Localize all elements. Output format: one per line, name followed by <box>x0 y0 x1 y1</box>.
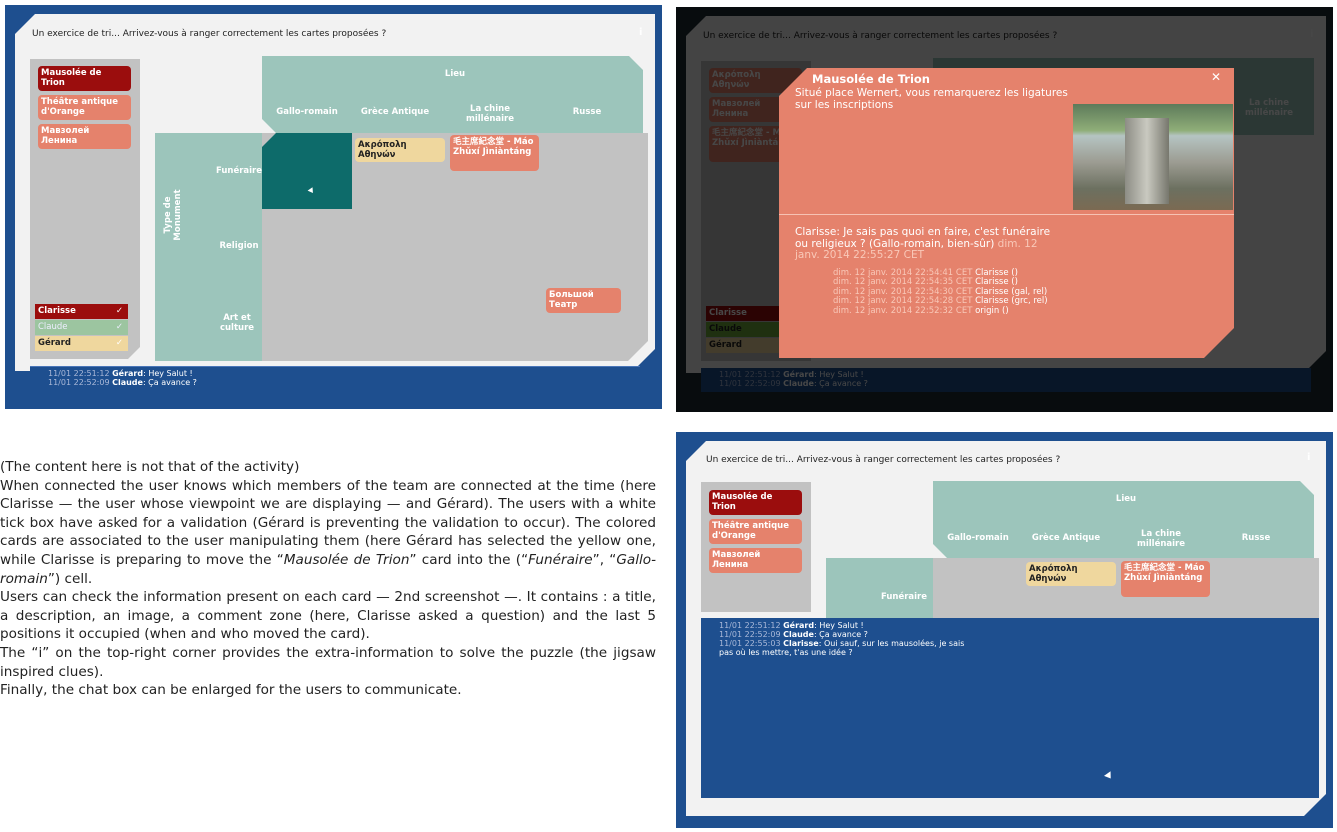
shrink-icon[interactable]: ✕ <box>1211 70 1222 84</box>
row-funeraire: Funéraire <box>880 592 928 602</box>
check-icon: ✓ <box>115 322 123 332</box>
col-gallo-romain: Gallo-romain <box>276 107 338 117</box>
card-photo-image <box>1073 104 1233 210</box>
row-header-band <box>155 133 262 361</box>
card-mavzolei-lenina[interactable]: Мавзолей Ленина <box>709 548 802 573</box>
user-clarisse: Clarisse ✓ <box>35 304 128 319</box>
card-theatre-orange[interactable]: Théâtre antique d'Orange <box>38 95 131 120</box>
col-gallo-romain: Gallo-romain <box>947 533 1009 543</box>
col-chine-millenaire: La chine millénaire <box>1136 529 1186 549</box>
col-grece-antique: Grèce Antique <box>360 107 430 117</box>
popup-title: Mausolée de Trion <box>812 72 930 86</box>
user-claude: Claude ✓ <box>35 320 128 335</box>
card-akropoli[interactable]: Ακρόπολη Αθηνών <box>355 138 445 162</box>
comment-text: Clarisse: Je sais pas quoi en faire, c'e… <box>795 226 1051 250</box>
info-button[interactable]: i <box>1307 452 1311 463</box>
card-mavzolei-lenina[interactable]: Мавзолей Ленина <box>38 124 131 149</box>
screenshot-card-popup: Un exercice de tri... Arrivez-vous à ran… <box>676 7 1333 412</box>
user-name: Gérard <box>38 338 71 348</box>
screenshot-main: Un exercice de tri... Arrivez-vous à ran… <box>5 5 662 409</box>
col-grece-antique: Grèce Antique <box>1031 533 1101 543</box>
popup-comment[interactable]: Clarisse: Je sais pas quoi en faire, c'e… <box>795 227 1055 262</box>
history-entry: dim. 12 janv. 2014 22:52:32 CET origin (… <box>833 305 1009 316</box>
row-religion: Religion <box>219 241 259 251</box>
paragraph-users: When connected the user knows which memb… <box>0 477 656 587</box>
row-funeraire: Funéraire <box>215 166 263 176</box>
card-mausolee-trion[interactable]: Mausolée de Trion <box>38 66 131 91</box>
history-entry: dim. 12 janv. 2014 22:54:35 CET Clarisse… <box>833 277 1018 288</box>
history-entry: dim. 12 janv. 2014 22:54:28 CET Clarisse… <box>833 296 1048 307</box>
popup-description: Situé place Wernert, vous remarquerez le… <box>795 87 1068 111</box>
card-mao[interactable]: 毛主席紀念堂 - Máo Zhǔxí Jìniàntáng <box>1121 561 1210 597</box>
chat-line: 11/01 22:55:03 Clarisse: Oui sauf, sur l… <box>719 639 965 657</box>
row-header-band <box>826 558 933 618</box>
paragraph-note: (The content here is not that of the act… <box>0 459 300 475</box>
chat-box[interactable]: 11/01 22:51:12 Gérard: Hey Salut ! 11/01… <box>30 366 640 390</box>
description-text: (The content here is not that of the act… <box>0 458 656 700</box>
comment-date: dim. 12 janv. 2014 22:55:27 CET <box>795 237 1038 261</box>
popup-divider <box>779 214 1234 215</box>
question-text: Un exercice de tri... Arrivez-vous à ran… <box>32 29 387 39</box>
paragraph-chat: Finally, the chat box can be enlarged fo… <box>0 682 462 699</box>
check-icon: ✓ <box>115 306 123 316</box>
chat-box-enlarged[interactable]: 11/01 22:51:12 Gérard: Hey Salut ! 11/01… <box>701 618 1319 798</box>
user-gerard: Gérard ✓ <box>35 336 128 351</box>
info-button[interactable]: i <box>639 27 643 38</box>
row-art-culture: Art et culture <box>219 313 255 333</box>
col-russe: Russe <box>572 107 602 117</box>
card-detail-popup: Mausolée de Trion ✕ Situé place Wernert,… <box>779 68 1234 358</box>
paragraph-card-info: Users can check the information present … <box>0 589 656 643</box>
column-header-band <box>262 56 643 133</box>
chat-line: 11/01 22:51:12 Gérard: Hey Salut ! <box>48 369 193 378</box>
card-bolshoi[interactable]: Большой Театр <box>546 288 621 313</box>
drop-cell-funeraire-gallo[interactable] <box>262 133 352 209</box>
screenshot-chat-enlarged: Un exercice de tri... Arrivez-vous à ran… <box>676 432 1333 828</box>
col-chine-millenaire: La chine millénaire <box>465 104 515 124</box>
paragraph-info-button: The “i” on the top-right corner provides… <box>0 644 656 680</box>
history-entry: dim. 12 janv. 2014 22:54:41 CET Clarisse… <box>833 268 1018 278</box>
card-akropoli[interactable]: Ακρόπολη Αθηνών <box>1026 562 1116 586</box>
column-header-band <box>933 481 1314 558</box>
user-name: Claude <box>38 322 68 332</box>
history-entry: dim. 12 janv. 2014 22:54:30 CET Clarisse… <box>833 286 1048 297</box>
user-name: Clarisse <box>38 306 76 316</box>
col-russe: Russe <box>1241 533 1271 543</box>
question-text: Un exercice de tri... Arrivez-vous à ran… <box>706 455 1061 465</box>
card-mao[interactable]: 毛主席紀念堂 - Máo Zhǔxí Jìniàntáng <box>450 135 539 171</box>
check-icon: ✓ <box>115 338 123 348</box>
position-history: dim. 12 janv. 2014 22:54:41 CET Clarisse… <box>833 269 1073 316</box>
card-mausolee-trion[interactable]: Mausolée de Trion <box>709 490 802 515</box>
chat-line: 11/01 22:52:09 Claude: Ça avance ? <box>719 630 868 639</box>
card-theatre-orange[interactable]: Théâtre antique d'Orange <box>709 519 802 544</box>
lieu-label: Lieu <box>1115 494 1137 504</box>
type-monument-label: Type de Monument <box>163 189 183 241</box>
chat-line: 11/01 22:52:09 Claude: Ça avance ? <box>48 378 197 387</box>
lieu-label: Lieu <box>444 69 466 79</box>
chat-line: 11/01 22:51:12 Gérard: Hey Salut ! <box>719 621 864 630</box>
mausoleum-shape <box>1125 118 1169 204</box>
